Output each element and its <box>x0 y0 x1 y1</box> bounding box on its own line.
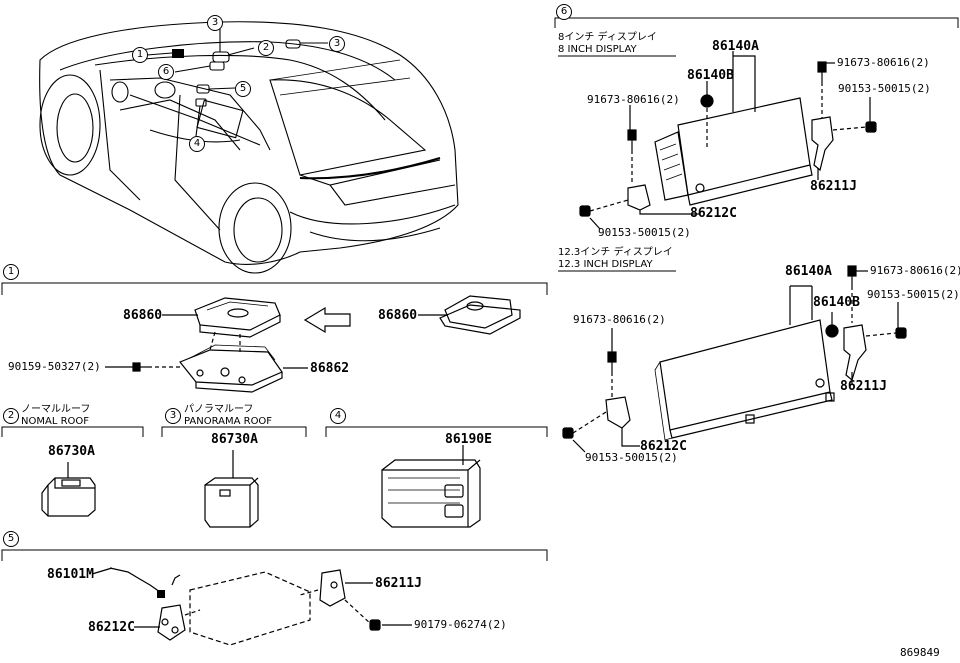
section-1-number: 1 <box>3 264 19 280</box>
display12-title-en: 12.3 INCH DISPLAY <box>558 259 653 270</box>
part-86101m[interactable]: 86101M <box>47 567 94 582</box>
callout-4: 4 <box>189 136 205 152</box>
callout-2: 2 <box>258 40 274 56</box>
section-2-title-en: NOMAL ROOF <box>21 416 90 427</box>
part-86140a-8in[interactable]: 86140A <box>712 39 759 54</box>
part-90153-50015-8in-left[interactable]: 90153-50015(2) <box>598 226 691 239</box>
section-2-title: ノーマルルーフ NOMAL ROOF <box>21 404 90 428</box>
display8-title-jp: 8インチ ディスプレイ <box>558 32 657 43</box>
section-frames <box>1 17 959 561</box>
section-2-title-jp: ノーマルルーフ <box>21 404 91 415</box>
part-90159-50327[interactable]: 90159-50327(2) <box>8 360 101 373</box>
part-86211j-12in[interactable]: 86211J <box>840 379 887 394</box>
part-86862[interactable]: 86862 <box>310 361 350 376</box>
section-3-number: 3 <box>165 408 181 424</box>
diagram-reference-number: 869849 <box>900 646 940 659</box>
part-91673-80616-12in-right[interactable]: 91673-80616(2) <box>870 264 960 277</box>
section-4-number: 4 <box>330 408 346 424</box>
part-86860-left[interactable]: 86860 <box>123 308 163 323</box>
section-3-title-jp: パノラマルーフ <box>184 404 254 415</box>
callout-3-right: 3 <box>329 36 345 52</box>
display8-title-en: 8 INCH DISPLAY <box>558 44 637 55</box>
display12-title: 12.3インチ ディスプレイ 12.3 INCH DISPLAY <box>558 247 673 271</box>
section-5-number: 5 <box>3 531 19 547</box>
part-90153-50015-8in-right[interactable]: 90153-50015(2) <box>838 82 931 95</box>
section-3-title-en: PANORAMA ROOF <box>184 416 273 427</box>
callout-5: 5 <box>235 81 251 97</box>
s1-parts <box>105 295 521 393</box>
part-86730a-panorama[interactable]: 86730A <box>211 432 258 447</box>
part-90153-50015-12in-left[interactable]: 90153-50015(2) <box>585 451 678 464</box>
callout-3-top: 3 <box>207 15 223 31</box>
part-90153-50015-12in-right[interactable]: 90153-50015(2) <box>867 288 960 301</box>
part-86190e[interactable]: 86190E <box>445 432 492 447</box>
vehicle-illustration <box>39 21 459 274</box>
part-86212c-8in[interactable]: 86212C <box>690 206 737 221</box>
callout-6: 6 <box>158 64 174 80</box>
part-86211j-s5[interactable]: 86211J <box>375 576 422 591</box>
s5-parts <box>91 567 412 646</box>
part-91673-80616-8in-left[interactable]: 91673-80616(2) <box>587 93 680 106</box>
section-2-number: 2 <box>3 408 19 424</box>
part-86211j-8in[interactable]: 86211J <box>810 179 857 194</box>
part-86860-right[interactable]: 86860 <box>378 308 418 323</box>
s2-s3-parts <box>41 450 259 528</box>
callout-1: 1 <box>132 47 148 63</box>
part-86140a-12in[interactable]: 86140A <box>785 264 832 279</box>
part-86140b-12in[interactable]: 86140B <box>813 295 860 310</box>
part-90179-06274[interactable]: 90179-06274(2) <box>414 618 507 631</box>
part-86212c-s5[interactable]: 86212C <box>88 620 135 635</box>
s6-display8-parts <box>579 51 877 230</box>
s4-parts <box>381 445 481 528</box>
display12-title-jp: 12.3インチ ディスプレイ <box>558 247 673 258</box>
display8-title: 8インチ ディスプレイ 8 INCH DISPLAY <box>558 32 657 56</box>
s6-display12-parts <box>562 265 907 453</box>
part-86730a-normal[interactable]: 86730A <box>48 444 95 459</box>
part-86212c-12in[interactable]: 86212C <box>640 439 687 454</box>
part-86140b-8in[interactable]: 86140B <box>687 68 734 83</box>
section-3-title: パノラマルーフ PANORAMA ROOF <box>184 404 272 428</box>
part-91673-80616-12in-left[interactable]: 91673-80616(2) <box>573 313 666 326</box>
section-6-number: 6 <box>556 4 572 20</box>
part-91673-80616-8in-right[interactable]: 91673-80616(2) <box>837 56 930 69</box>
